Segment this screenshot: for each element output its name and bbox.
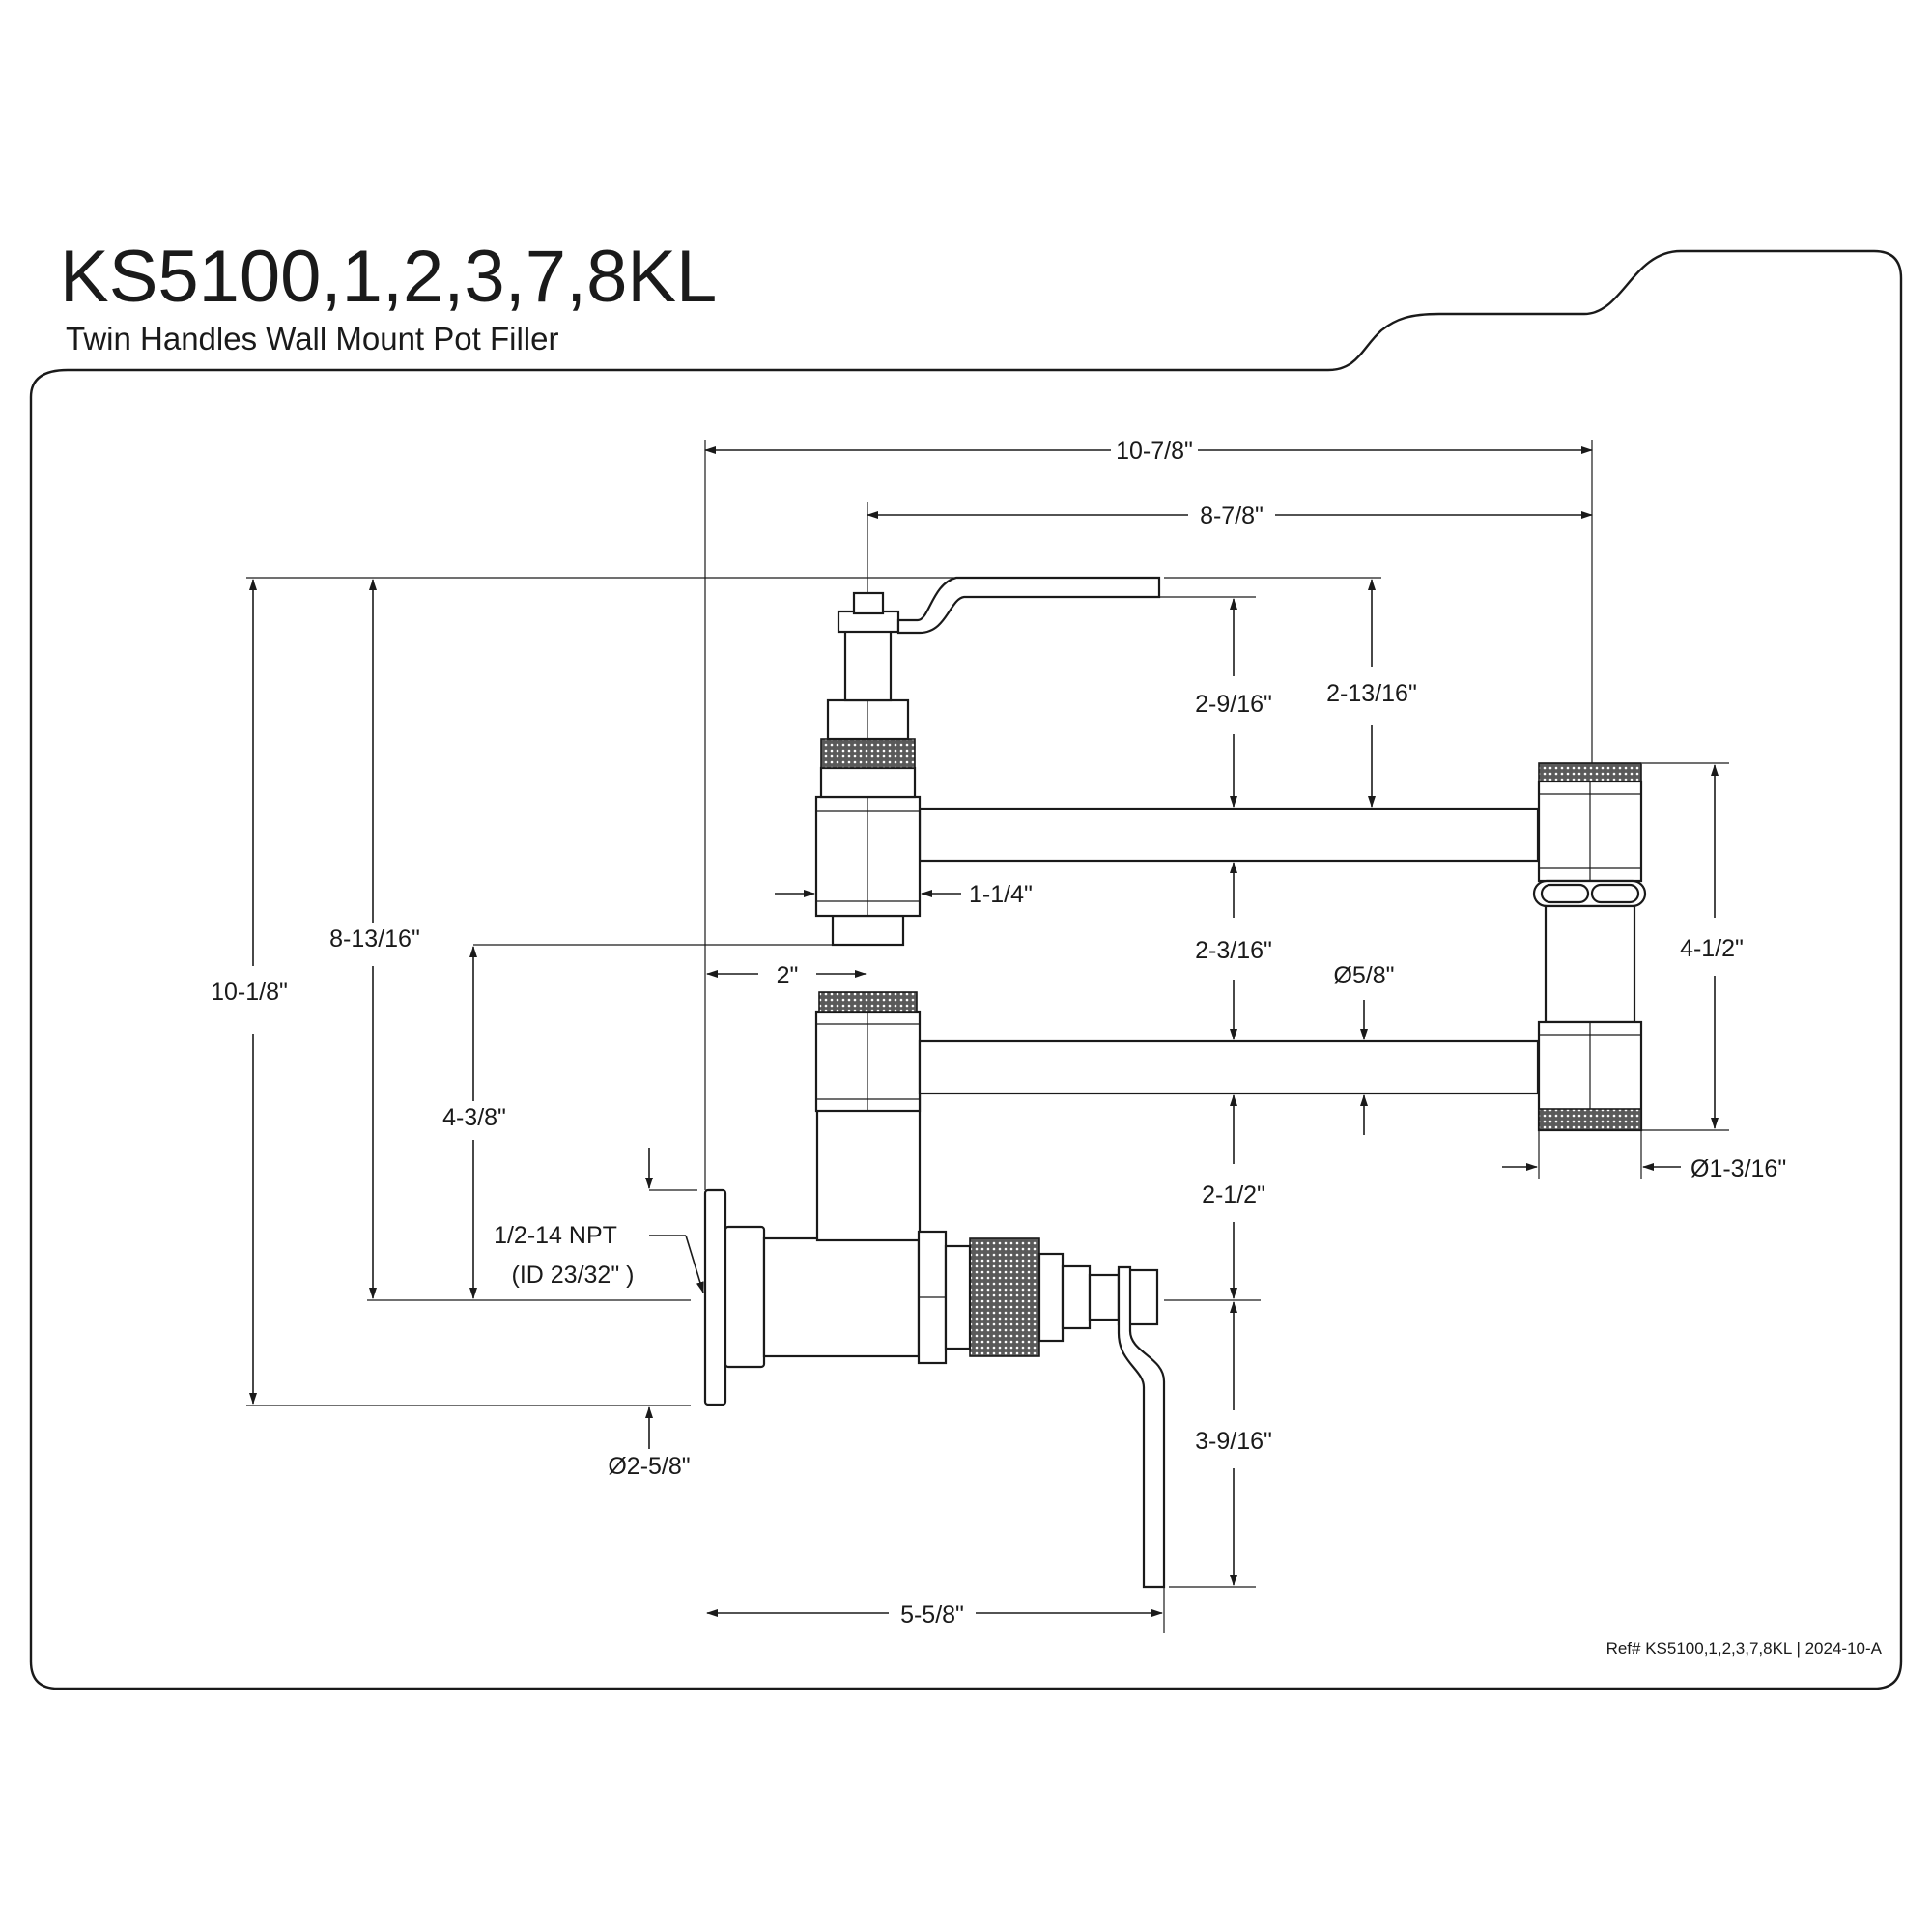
dim-spout-length: 8-7/8" — [1200, 502, 1264, 529]
dim-top-handle-height: 8-13/16" — [329, 925, 420, 952]
upper-valve-bottom — [831, 914, 905, 947]
dim-offset: 2" — [777, 962, 799, 989]
upper-lever-handle — [896, 576, 1161, 635]
lower-valve-hex-cap — [1061, 1264, 1092, 1330]
dim-arm-spacing: 2-3/16" — [1195, 937, 1272, 964]
upper-handle-nut — [837, 610, 900, 634]
lower-lever-handle — [1117, 1265, 1166, 1589]
dim-knuckle-height: 4-1/2" — [1680, 935, 1744, 962]
dim-overall-height: 10-1/8" — [211, 979, 288, 1006]
pot-filler-drawing — [703, 576, 1647, 1589]
dim-inlet-id: (ID 23/32" ) — [512, 1262, 635, 1289]
dimension-lines — [249, 446, 1719, 1617]
lower-swing-arm — [918, 1039, 1540, 1095]
dim-flange-diameter: Ø2-5/8" — [608, 1453, 690, 1480]
dimension-labels: 10-7/8" 8-7/8" 10-1/8" 8-13/16" 4-3/8" 2… — [211, 438, 1786, 1629]
flange-collar — [724, 1225, 766, 1369]
dim-lower-arm-to-handle: 2-1/2" — [1202, 1181, 1265, 1208]
knuckle-top-knurl — [1538, 762, 1642, 782]
dim-projection: 5-5/8" — [900, 1602, 964, 1629]
dim-lever-length: 3-9/16" — [1195, 1428, 1272, 1455]
page-title: KS5100,1,2,3,7,8KL — [60, 236, 717, 318]
dim-arm-diameter: Ø5/8" — [1333, 962, 1394, 989]
dim-inlet-thread: 1/2-14 NPT — [494, 1222, 617, 1249]
knuckle-column — [1544, 904, 1636, 1024]
dim-valve-body-width: 1-1/4" — [969, 881, 1033, 908]
dim-overall-width: 10-7/8" — [1116, 438, 1193, 465]
lower-valve-knurl — [969, 1237, 1040, 1357]
inlet-body — [762, 1236, 921, 1358]
upper-swing-arm — [918, 807, 1540, 863]
upper-stem — [843, 628, 893, 702]
lower-stem — [1088, 1273, 1121, 1321]
extension-lines — [246, 440, 1729, 1633]
dim-upper-handle-to-arm: 2-9/16" — [1195, 691, 1272, 718]
upper-knurl-ring — [820, 738, 916, 769]
dim-handle-to-arm-side: 2-13/16" — [1326, 680, 1417, 707]
page-subtitle: Twin Handles Wall Mount Pot Filler — [66, 321, 558, 356]
dim-centerline-height: 4-3/8" — [442, 1104, 506, 1131]
wall-flange — [703, 1188, 727, 1406]
drawing-frame — [29, 249, 1903, 1690]
knuckle-bottom-knurl — [1538, 1108, 1642, 1131]
lower-knurl-ring — [818, 991, 918, 1013]
reference-note: Ref# KS5100,1,2,3,7,8KL | 2024-10-A — [1606, 1639, 1883, 1658]
dim-knuckle-diameter: Ø1-3/16" — [1690, 1155, 1786, 1182]
